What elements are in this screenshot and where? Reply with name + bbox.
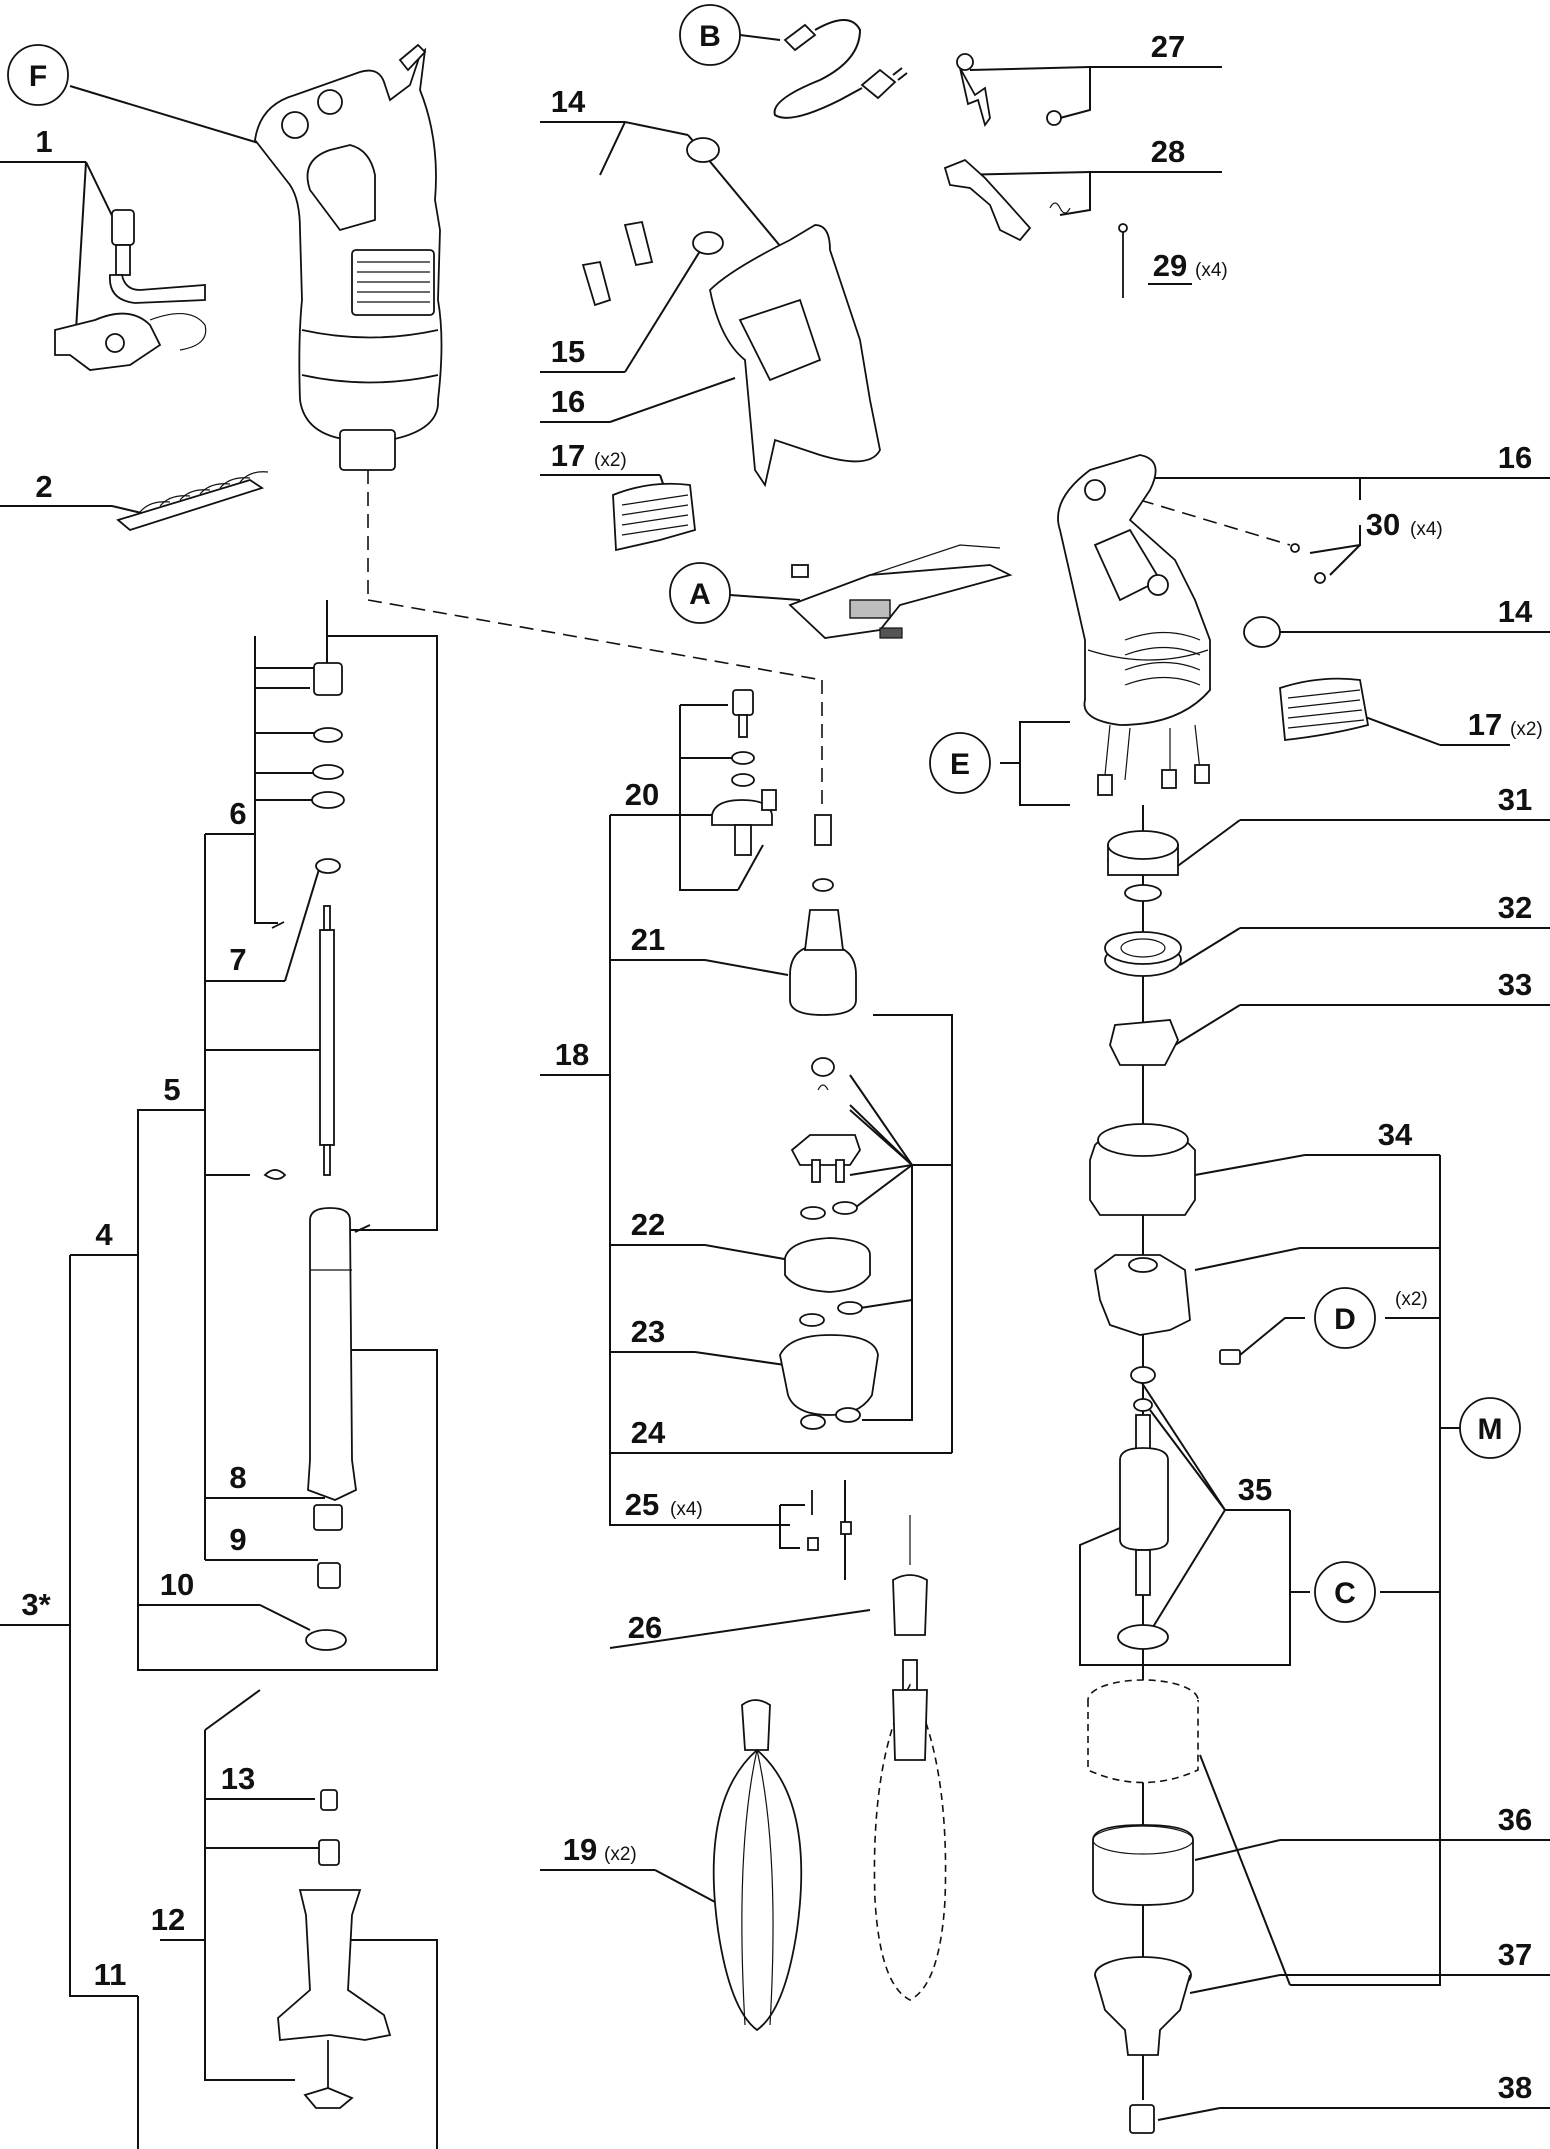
callout-17-lower: 17	[1468, 707, 1502, 742]
callout-21: 21	[631, 922, 665, 957]
callout-23: 23	[631, 1314, 665, 1349]
callout-35: 35	[1238, 1472, 1272, 1507]
assembly-C-label: C	[1334, 1577, 1356, 1610]
gearbox-column-parts	[711, 689, 928, 1691]
callout-36: 36	[1498, 1802, 1532, 1837]
callout-2: 2	[35, 469, 52, 504]
qty-D: (x2)	[1395, 1289, 1428, 1310]
callout-11: 11	[94, 1957, 127, 1992]
motor-body-F	[254, 43, 443, 471]
callout-27: 27	[1151, 29, 1185, 64]
callout-30: 30	[1366, 507, 1400, 542]
qty-17-lower: (x2)	[1510, 719, 1543, 740]
callout-34: 34	[1378, 1117, 1413, 1152]
callout-14-lower: 14	[1498, 594, 1533, 629]
small-hardware-27-28-29	[943, 53, 1128, 298]
assembly-B-label: B	[699, 20, 721, 53]
callout-12: 12	[151, 1902, 185, 1937]
callout-19: 19	[563, 1832, 597, 1867]
shaft-assembly-parts	[263, 662, 392, 2109]
assembly-circles: F B A E D M C	[7, 4, 1521, 1623]
callout-26: 26	[628, 1610, 662, 1645]
qty-29: (x4)	[1195, 260, 1228, 281]
callout-6: 6	[229, 796, 246, 831]
assembly-F-label: F	[29, 60, 47, 93]
callout-10: 10	[160, 1567, 194, 1602]
callout-29: 29	[1153, 248, 1187, 283]
callout-22: 22	[631, 1207, 665, 1242]
circuit-board-A	[788, 544, 1013, 639]
callout-18: 18	[555, 1037, 589, 1072]
quantity-labels: (x2) (x2) (x2) (x4) (x4) (x4) (x2)	[594, 260, 1543, 1865]
assembly-M-label: M	[1478, 1413, 1503, 1446]
callout-9: 9	[229, 1522, 246, 1557]
qty-25: (x4)	[670, 1499, 703, 1520]
callout-16-lower: 16	[1498, 440, 1532, 475]
callout-33: 33	[1498, 967, 1532, 1002]
callout-5: 5	[163, 1072, 180, 1107]
part-2-rack	[116, 471, 269, 532]
motor-column-parts	[1087, 830, 1241, 2134]
assembly-E-label: E	[950, 748, 970, 781]
power-cable-B	[773, 19, 908, 119]
assembly-D-label: D	[1334, 1303, 1356, 1336]
callout-15: 15	[551, 334, 585, 369]
callout-38: 38	[1498, 2070, 1532, 2105]
handle-lower-assembly	[1057, 454, 1370, 796]
part-1-switch	[54, 209, 207, 371]
callout-37: 37	[1498, 1937, 1532, 1972]
qty-30: (x4)	[1410, 519, 1443, 540]
callout-17-upper: 17	[551, 438, 585, 473]
callout-1: 1	[35, 124, 52, 159]
callout-25: 25	[625, 1487, 659, 1522]
part-number-labels: 1 2 3* 4 5 6 7 8 9 10 11 12 13 14 14 15 …	[21, 29, 1533, 2105]
qty-19: (x2)	[604, 1844, 637, 1865]
whisks-19	[712, 1683, 947, 2032]
callout-28: 28	[1151, 134, 1185, 169]
callout-7: 7	[229, 942, 246, 977]
callout-3: 3*	[21, 1587, 51, 1622]
callout-14-upper: 14	[551, 84, 586, 119]
callout-32: 32	[1498, 890, 1532, 925]
assembly-A-label: A	[689, 578, 711, 611]
handle-upper-parts	[581, 137, 881, 552]
callout-20: 20	[625, 777, 659, 812]
callout-31: 31	[1498, 782, 1532, 817]
callout-16-upper: 16	[551, 384, 585, 419]
callout-24: 24	[631, 1415, 666, 1450]
callout-13: 13	[221, 1761, 255, 1796]
callout-4: 4	[95, 1217, 113, 1252]
callout-8: 8	[229, 1460, 246, 1495]
qty-17-upper: (x2)	[594, 450, 627, 471]
